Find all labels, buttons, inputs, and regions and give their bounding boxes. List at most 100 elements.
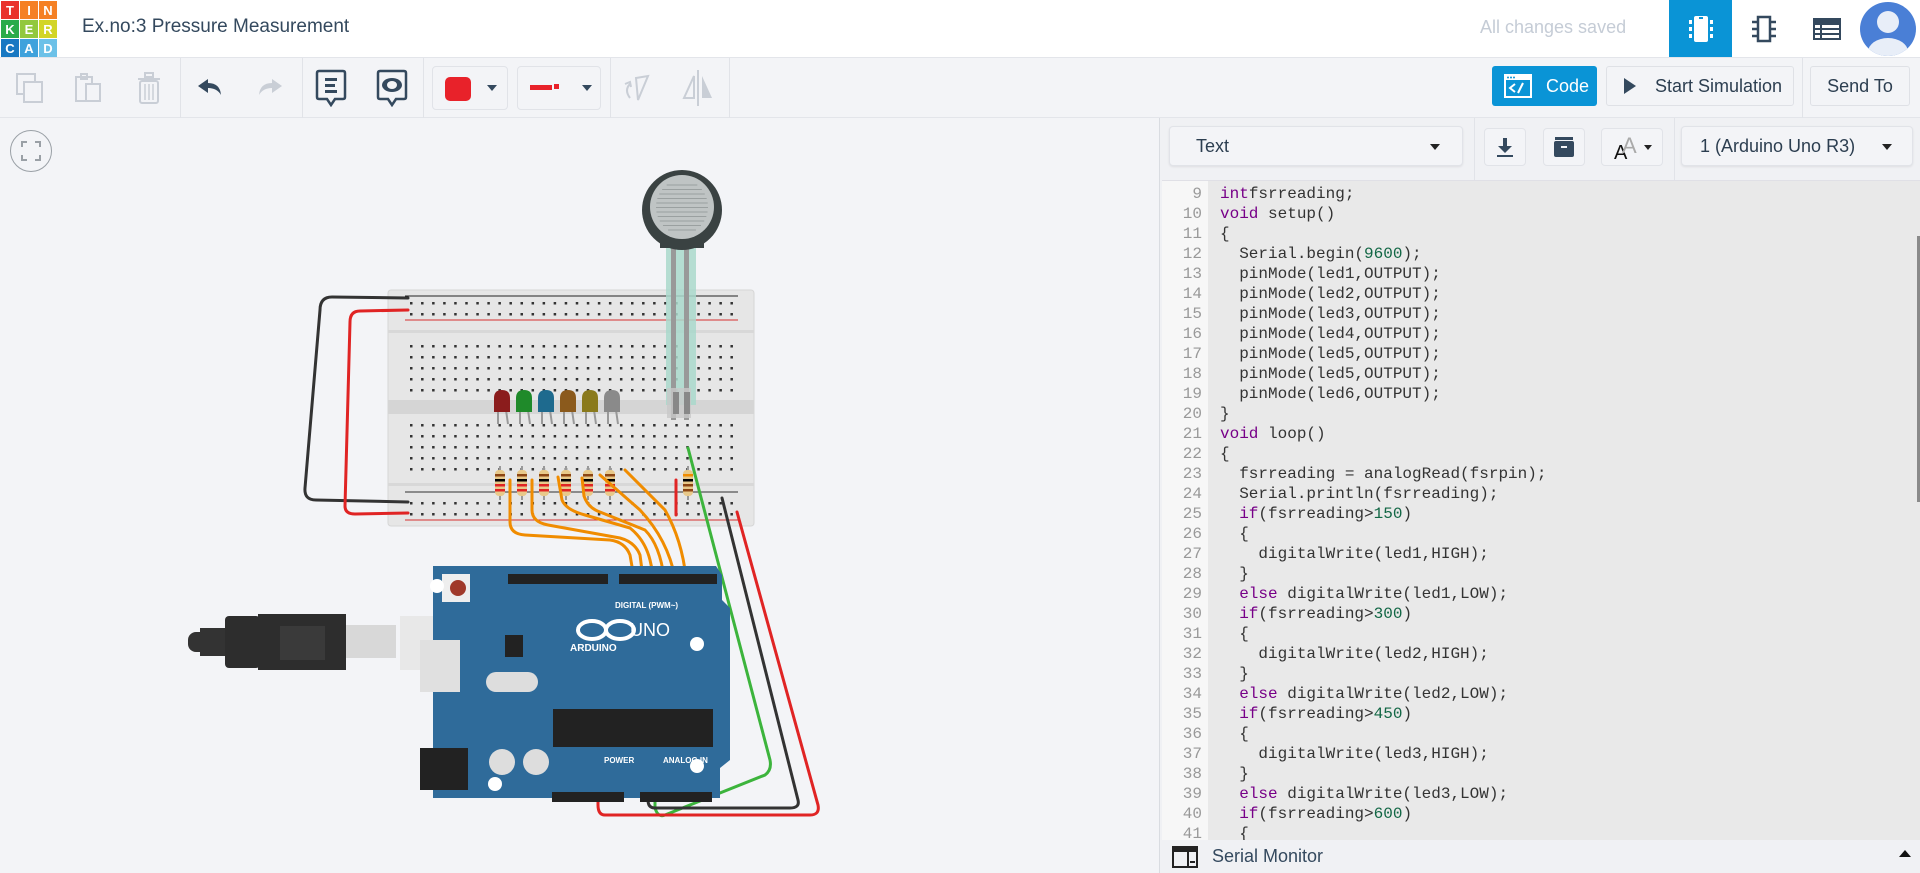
resistor[interactable]: [517, 466, 527, 500]
redo-button[interactable]: [249, 68, 289, 108]
led[interactable]: [560, 390, 576, 425]
breadboard-hole: [708, 345, 711, 348]
start-simulation-button[interactable]: Start Simulation: [1606, 66, 1794, 106]
circuit-view-button[interactable]: [1669, 0, 1732, 57]
libraries-button[interactable]: [1543, 128, 1585, 166]
send-to-button[interactable]: Send To: [1810, 66, 1910, 106]
logo-letter: D: [39, 39, 57, 57]
breadboard-hole: [564, 313, 568, 316]
code-text: else digitalWrite(led2,LOW);: [1239, 685, 1509, 703]
breadboard-hole: [454, 424, 457, 427]
breadboard-hole: [708, 513, 711, 516]
code-text: Serial.begin(9600);: [1220, 245, 1422, 263]
code-mode-dropdown[interactable]: Text: [1169, 126, 1463, 166]
fit-to-view-icon: [21, 141, 41, 161]
toggle-notes-button[interactable]: [372, 68, 412, 108]
breadboard-hole: [675, 446, 678, 449]
breadboard-hole: [454, 435, 457, 438]
force-sensor[interactable]: [642, 170, 722, 420]
breadboard-hole: [708, 446, 711, 449]
resistor[interactable]: [539, 466, 549, 500]
line-number: 24: [1182, 485, 1202, 503]
breadboard-hole: [708, 435, 711, 438]
copy-button[interactable]: [10, 68, 50, 108]
breadboard-hole: [608, 513, 612, 516]
line-number: 21: [1182, 425, 1202, 443]
breadboard-hole: [454, 446, 457, 449]
breadboard-hole: [410, 424, 413, 427]
resistor[interactable]: [561, 466, 571, 500]
breadboard-hole: [730, 435, 733, 438]
breadboard-hole: [432, 424, 435, 427]
editor-scrollbar[interactable]: [1917, 236, 1920, 502]
resistor[interactable]: [495, 466, 505, 500]
save-status: All changes saved: [1480, 17, 1627, 37]
delete-button[interactable]: [129, 68, 169, 108]
arduino-uno[interactable]: ARDUINO UNO DIGITAL (PWM~) POWER ANALOG …: [420, 566, 730, 802]
code-line: 23 fsrreading = analogRead(fsrpin);: [1162, 464, 1912, 484]
breadboard-hole: [432, 513, 435, 516]
led[interactable]: [516, 390, 532, 425]
line-number: 12: [1182, 245, 1202, 263]
code-line: 39 else digitalWrite(led3,LOW);: [1162, 784, 1912, 804]
download-icon: [1497, 138, 1513, 157]
circuit-canvas[interactable]: LOGO_PLACEHOLDER: [0, 118, 1160, 873]
resistor[interactable]: [583, 466, 593, 500]
led[interactable]: [604, 390, 620, 425]
breadboard-hole: [730, 424, 733, 427]
breadboard-hole: [653, 367, 656, 370]
led[interactable]: [582, 390, 598, 425]
code-line: 11{: [1162, 224, 1912, 244]
code-line: 14 pinMode(led2,OUTPUT);: [1162, 284, 1912, 304]
breadboard-hole: [520, 313, 523, 316]
led[interactable]: [538, 390, 554, 425]
paste-button[interactable]: [68, 68, 108, 108]
code-text: void setup(): [1220, 205, 1336, 223]
breadboard-hole: [476, 378, 479, 381]
breadboard-hole: [730, 457, 733, 460]
user-avatar[interactable]: [1860, 2, 1916, 56]
breadboard-hole: [520, 513, 523, 516]
device-dropdown[interactable]: 1 (Arduino Uno R3): [1681, 126, 1913, 166]
flip-button[interactable]: [678, 68, 718, 108]
rotate-button[interactable]: [616, 68, 656, 108]
breadboard-hole: [586, 457, 590, 460]
breadboard-hole: [443, 457, 446, 460]
led[interactable]: [494, 390, 510, 425]
download-code-button[interactable]: [1484, 128, 1526, 166]
breadboard-hole: [675, 457, 678, 460]
chevron-up-icon[interactable]: [1899, 850, 1911, 857]
code-button[interactable]: Code: [1492, 66, 1597, 106]
fit-to-view-button[interactable]: [10, 130, 52, 172]
wire-style-dropdown[interactable]: [517, 66, 601, 110]
breadboard-hole: [454, 302, 457, 305]
breadboard-hole: [586, 513, 590, 516]
breadboard-hole: [730, 345, 733, 348]
line-number: 23: [1182, 465, 1202, 483]
breadboard-hole: [498, 435, 501, 438]
breadboard-hole: [608, 302, 612, 305]
breadboard-hole: [564, 513, 568, 516]
breadboard-hole: [719, 356, 722, 359]
resistor[interactable]: [683, 466, 693, 500]
code-line: 33 }: [1162, 664, 1912, 684]
breadboard-hole: [664, 302, 667, 305]
component-list-button[interactable]: [1795, 0, 1858, 57]
serial-monitor-bar[interactable]: Serial Monitor: [1160, 840, 1920, 873]
breadboard-hole: [542, 457, 546, 460]
breadboard-hole: [664, 435, 667, 438]
schematic-view-button[interactable]: [1732, 0, 1795, 57]
breadboard-hole: [608, 435, 612, 438]
wire-style-dot: [554, 84, 559, 89]
breadboard-hole: [642, 313, 645, 316]
notes-button[interactable]: [311, 68, 351, 108]
project-title[interactable]: Ex.no:3 Pressure Measurement: [82, 16, 350, 37]
breadboard-hole: [432, 378, 435, 381]
breadboard-icon: [1688, 15, 1713, 42]
wire-color-dropdown[interactable]: [432, 66, 508, 110]
undo-button[interactable]: [191, 68, 231, 108]
